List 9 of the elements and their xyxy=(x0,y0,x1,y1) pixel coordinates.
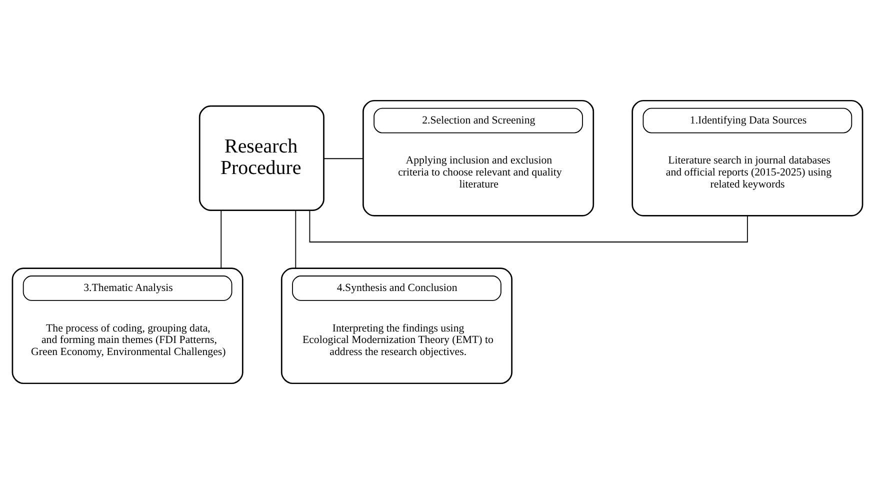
node-box: 2.Selection and Screening Applying inclusion and exclusion criteria to choose relevant and quality literature xyxy=(362,100,594,216)
connector xyxy=(309,210,748,242)
node-box: 1.Identifying Data Sources Literature search in journal databases and official reports (2015-2025) using related keywords xyxy=(632,100,864,216)
node-box: 4.Synthesis and Conclusion Interpreting the findings using Ecological Modernization Theory (EMT) to address the research objectives. xyxy=(280,268,512,384)
connector xyxy=(220,210,222,269)
node-box: Research Procedure xyxy=(198,105,324,211)
connector xyxy=(324,158,364,160)
node-box: 3.Thematic Analysis The process of coding, grouping data, and forming main themes (FDI Patterns, Green Economy, Environmental Challenges) xyxy=(12,268,244,384)
connector xyxy=(295,210,296,269)
